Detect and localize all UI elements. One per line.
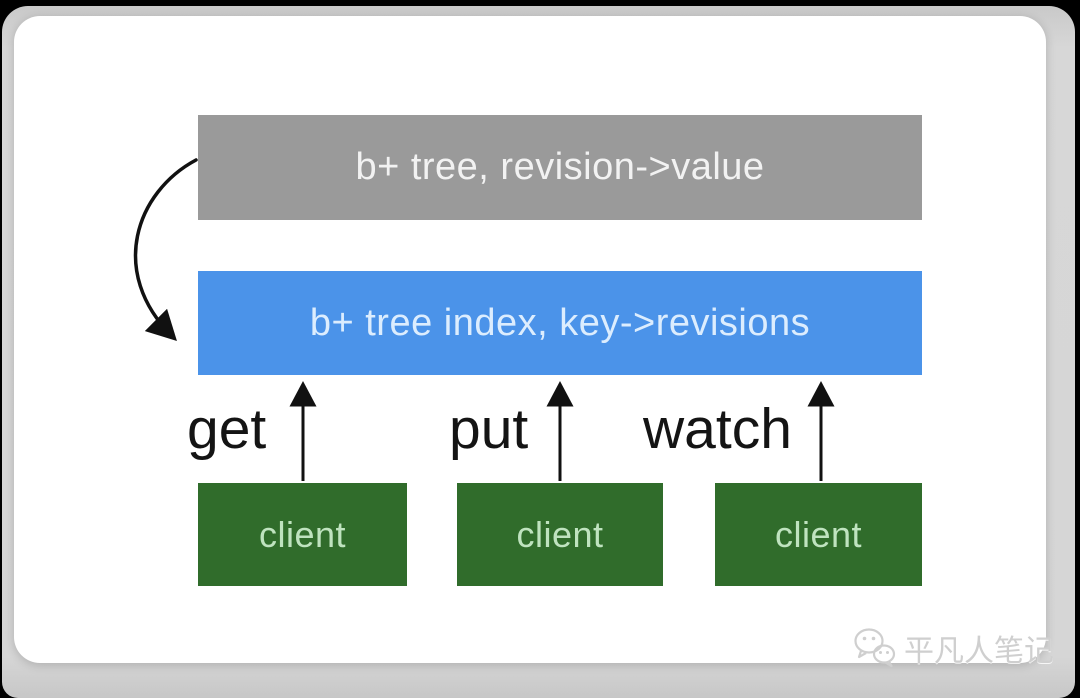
btree-key-index-box: b+ tree index, key->revisions xyxy=(198,271,922,375)
client-box-2-label: client xyxy=(516,513,604,555)
client-box-1: client xyxy=(198,483,407,586)
wechat-icon xyxy=(854,628,896,668)
btree-revision-store-label: b+ tree, revision->value xyxy=(355,146,765,188)
watermark: 平凡人笔记 xyxy=(852,626,1054,670)
watch-operation-label: watch xyxy=(643,397,792,461)
client-box-2: client xyxy=(457,483,663,586)
get-operation-label: get xyxy=(187,397,267,461)
watermark-text: 平凡人笔记 xyxy=(904,635,1054,668)
btree-key-index-label: b+ tree index, key->revisions xyxy=(309,301,811,344)
store-to-index-curved-arrow-icon xyxy=(133,158,198,341)
client-box-3: client xyxy=(715,483,922,586)
put-operation-label: put xyxy=(449,397,529,461)
client-box-1-label: client xyxy=(258,513,347,555)
client-box-3-label: client xyxy=(774,513,863,555)
btree-revision-store-box: b+ tree, revision->value xyxy=(198,115,922,220)
